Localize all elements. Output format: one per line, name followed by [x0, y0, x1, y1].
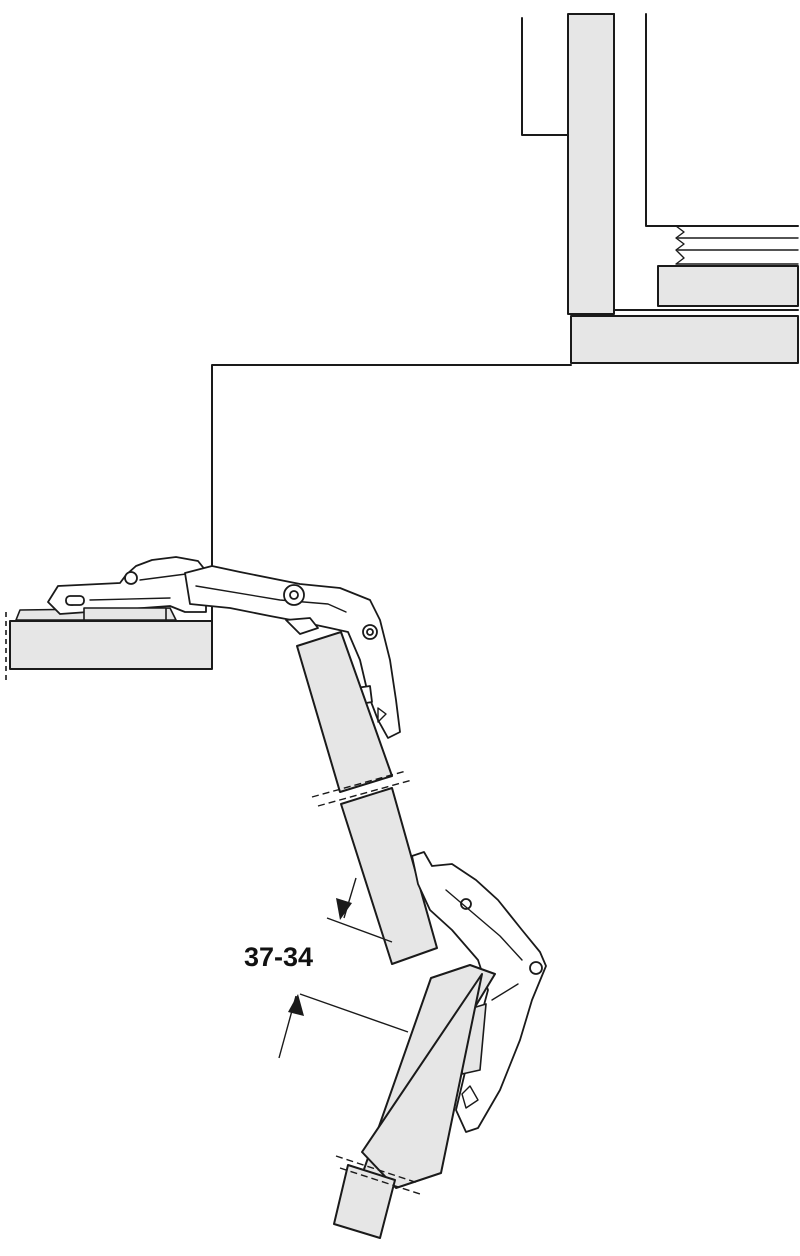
door-outline-line	[211, 364, 572, 669]
lower-door	[333, 964, 496, 1239]
dimension-arrow-upper	[336, 898, 352, 920]
dimension-label: 37-34	[244, 942, 313, 972]
dimension-annotation: 37-34	[244, 877, 409, 1059]
carcass-side-panel	[5, 612, 213, 680]
upper-hinge	[15, 556, 401, 739]
middle-door	[296, 631, 438, 965]
dimension-extension-line-upper	[326, 917, 393, 943]
lower-hinge	[411, 851, 547, 1133]
dimension-arrow-lower	[288, 994, 304, 1016]
dimension-extension-line-lower	[299, 993, 409, 1033]
cabinet-corner	[521, 13, 799, 364]
